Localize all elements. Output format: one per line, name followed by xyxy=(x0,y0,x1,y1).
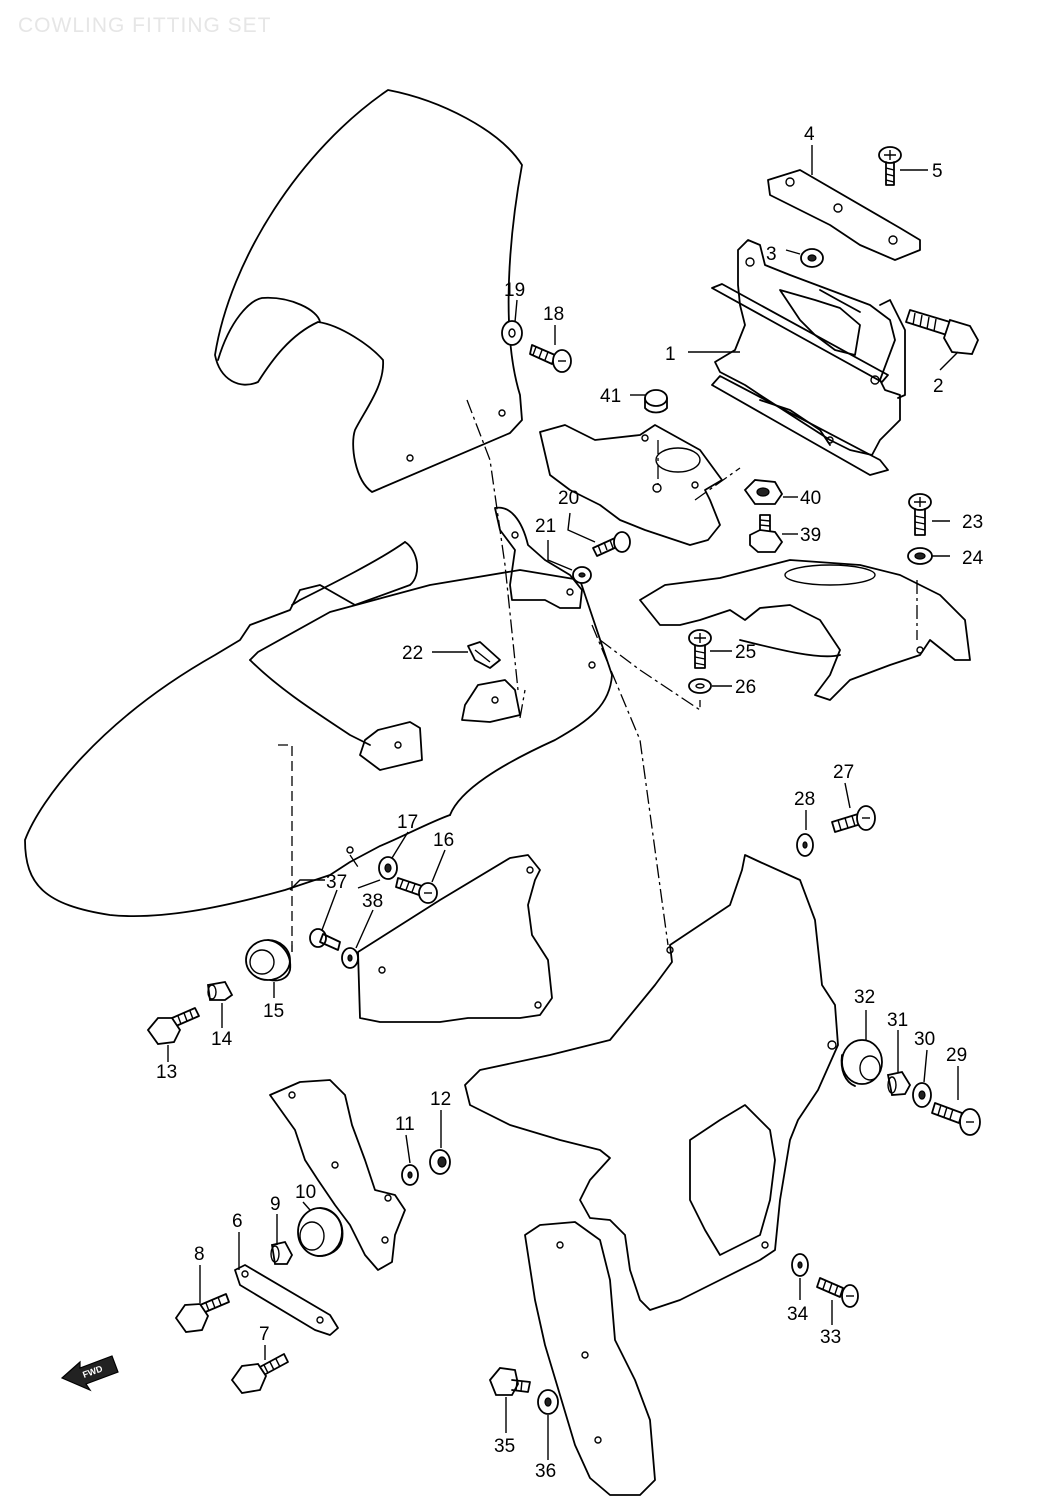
label-5: 5 xyxy=(932,161,943,182)
nut-40 xyxy=(743,479,784,505)
assembly-lines xyxy=(278,399,918,946)
forward-direction-arrow: FWD xyxy=(60,1355,119,1392)
washer-38 xyxy=(341,947,359,969)
collar-31 xyxy=(886,1070,912,1096)
washer-26 xyxy=(688,678,712,694)
label-38: 38 xyxy=(362,891,383,912)
leader-lines xyxy=(167,145,959,1460)
label-19: 19 xyxy=(504,280,525,301)
label-14: 14 xyxy=(211,1029,233,1050)
washer-36 xyxy=(537,1389,559,1415)
collar-9 xyxy=(270,1240,294,1265)
meter-bracket-plate xyxy=(539,424,723,546)
label-3: 3 xyxy=(766,244,777,265)
hardware xyxy=(146,146,981,1415)
bolt-2 xyxy=(905,309,980,355)
washer-34 xyxy=(791,1253,809,1277)
label-29: 29 xyxy=(946,1045,967,1066)
label-40: 40 xyxy=(800,488,821,509)
washer-28 xyxy=(796,833,814,857)
label-32: 32 xyxy=(854,987,875,1008)
label-18: 18 xyxy=(543,304,564,325)
side-bracket-plate xyxy=(357,854,553,1023)
stay-bar xyxy=(234,1264,339,1336)
label-30: 30 xyxy=(914,1029,935,1050)
label-1: 1 xyxy=(665,344,676,365)
label-9: 9 xyxy=(270,1194,281,1215)
screw-16 xyxy=(395,877,438,904)
label-12: 12 xyxy=(430,1089,451,1110)
screw-29 xyxy=(931,1102,981,1136)
screw-33 xyxy=(816,1277,859,1308)
label-8: 8 xyxy=(194,1244,205,1265)
grommet-41 xyxy=(644,389,668,414)
label-15: 15 xyxy=(263,1001,284,1022)
screw-5 xyxy=(878,146,902,186)
label-39: 39 xyxy=(800,525,821,546)
grommet-24 xyxy=(907,547,933,565)
front-upper-cowl xyxy=(24,541,613,918)
label-31: 31 xyxy=(887,1010,908,1031)
nut-12 xyxy=(429,1149,451,1175)
bolt-39 xyxy=(749,514,784,553)
screw-23 xyxy=(908,493,932,536)
label-13: 13 xyxy=(156,1062,177,1083)
cowling-brace-assembly xyxy=(711,169,921,476)
label-22: 22 xyxy=(402,643,423,664)
screw-18 xyxy=(529,344,572,373)
grommet-15 xyxy=(245,939,292,982)
clip-22 xyxy=(467,641,501,669)
label-7: 7 xyxy=(259,1324,270,1345)
washer-30 xyxy=(912,1082,932,1108)
label-41: 41 xyxy=(600,386,621,407)
washer-17 xyxy=(378,856,398,880)
bolt-13 xyxy=(146,1007,200,1045)
label-2: 2 xyxy=(933,376,944,397)
label-24: 24 xyxy=(962,548,984,569)
screw-37 xyxy=(309,928,341,951)
label-34: 34 xyxy=(787,1304,809,1325)
label-6: 6 xyxy=(232,1211,243,1232)
label-36: 36 xyxy=(535,1461,556,1482)
label-33: 33 xyxy=(820,1327,841,1348)
bolt-8 xyxy=(174,1293,230,1333)
label-37: 37 xyxy=(326,872,347,893)
lower-side-cowl xyxy=(464,854,839,1311)
inner-bracket-piece xyxy=(494,506,583,609)
lower-inner-panel xyxy=(524,1221,656,1496)
label-16: 16 xyxy=(433,830,454,851)
washer-11 xyxy=(401,1164,419,1186)
label-26: 26 xyxy=(735,677,756,698)
screw-20 xyxy=(592,531,631,557)
part-labels: 4 5 3 1 2 19 18 41 40 39 23 24 20 21 22 … xyxy=(156,124,984,1482)
label-4: 4 xyxy=(804,124,815,145)
screw-25 xyxy=(688,629,712,669)
lower-left-bracket xyxy=(269,1079,406,1271)
diagram-title: COWLING FITTING SET xyxy=(18,14,272,37)
label-35: 35 xyxy=(494,1436,515,1457)
washer-19 xyxy=(501,320,523,346)
screw-27 xyxy=(831,805,876,833)
collar-14 xyxy=(206,981,234,1001)
label-20: 20 xyxy=(558,488,579,509)
label-25: 25 xyxy=(735,642,756,663)
label-11: 11 xyxy=(395,1114,415,1135)
grommet-10 xyxy=(297,1207,344,1257)
bolt-35 xyxy=(488,1367,531,1396)
grommet-32 xyxy=(840,1039,883,1087)
windscreen xyxy=(214,89,523,493)
label-10: 10 xyxy=(295,1182,316,1203)
label-23: 23 xyxy=(962,512,983,533)
inner-cover-plate xyxy=(639,559,971,701)
label-28: 28 xyxy=(794,789,815,810)
label-21: 21 xyxy=(535,516,556,537)
bolt-7 xyxy=(230,1353,289,1394)
washer-21 xyxy=(572,566,592,584)
label-27: 27 xyxy=(833,762,854,783)
grommet-3 xyxy=(800,248,824,268)
label-17: 17 xyxy=(397,812,418,833)
